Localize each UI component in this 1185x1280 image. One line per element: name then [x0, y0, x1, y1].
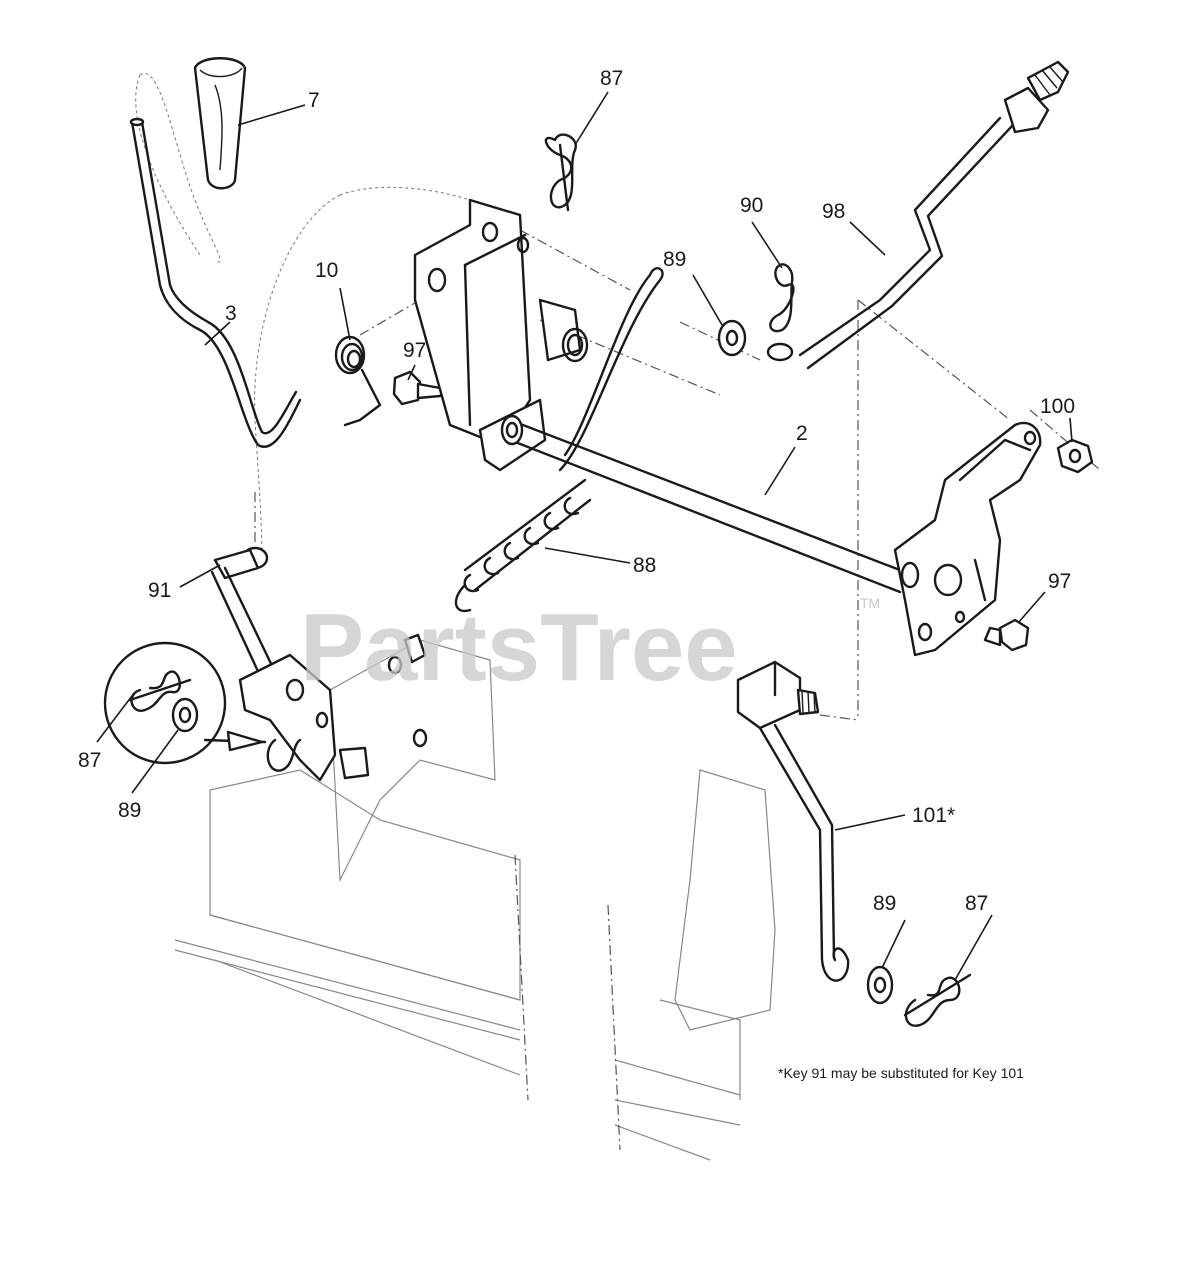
pivot-bracket	[413, 198, 589, 472]
mower-deck	[174, 639, 776, 1161]
callout-87-top: 87	[600, 67, 623, 90]
right-lift-arm	[893, 421, 1042, 657]
callout-2: 2	[796, 422, 808, 445]
watermark-trademark: TM	[860, 595, 880, 611]
callout-97-top: 97	[403, 339, 426, 362]
callout-10: 10	[315, 259, 338, 282]
hairpin-clip-top	[544, 133, 577, 212]
lift-handle-rod	[129, 117, 302, 448]
extension-spring	[454, 267, 664, 613]
callout-87-bottom: 87	[965, 892, 988, 915]
substitution-note: *Key 91 may be substituted for Key 101	[778, 1065, 1024, 1081]
callout-3: 3	[225, 302, 237, 325]
callout-87-inset: 87	[78, 749, 101, 772]
torsion-spring	[334, 335, 382, 427]
hairpin-clip-bottom	[903, 973, 972, 1027]
callout-97-right: 97	[1048, 570, 1071, 593]
callout-91: 91	[148, 579, 171, 602]
bolt-top	[392, 370, 446, 406]
watermark-text: PartsTree	[300, 594, 738, 701]
callout-101: 101*	[912, 804, 955, 827]
washer-bottom	[866, 965, 894, 1005]
callout-98: 98	[822, 200, 845, 223]
leader-lines	[96, 91, 1073, 981]
hairpin-clip-90	[769, 263, 795, 333]
callout-88: 88	[633, 554, 656, 577]
cross-shaft	[500, 414, 907, 594]
handle-grip	[193, 57, 247, 190]
lift-link-right	[736, 660, 850, 982]
callout-labels: 7 3 10 97 87 89 90 98 100 2 88 97 91 87 …	[78, 67, 1075, 915]
callout-7: 7	[308, 89, 320, 112]
callout-89-top: 89	[663, 248, 686, 271]
left-lift-arm	[238, 633, 428, 782]
callout-90: 90	[740, 194, 763, 217]
lift-link-rod	[766, 60, 1070, 370]
washer-top	[717, 319, 747, 357]
callout-89-bottom: 89	[873, 892, 896, 915]
callout-100: 100	[1040, 395, 1075, 418]
detail-inset	[103, 641, 267, 765]
hex-nut	[1056, 438, 1094, 474]
callout-89-inset: 89	[118, 799, 141, 822]
bolt-right	[983, 618, 1030, 652]
